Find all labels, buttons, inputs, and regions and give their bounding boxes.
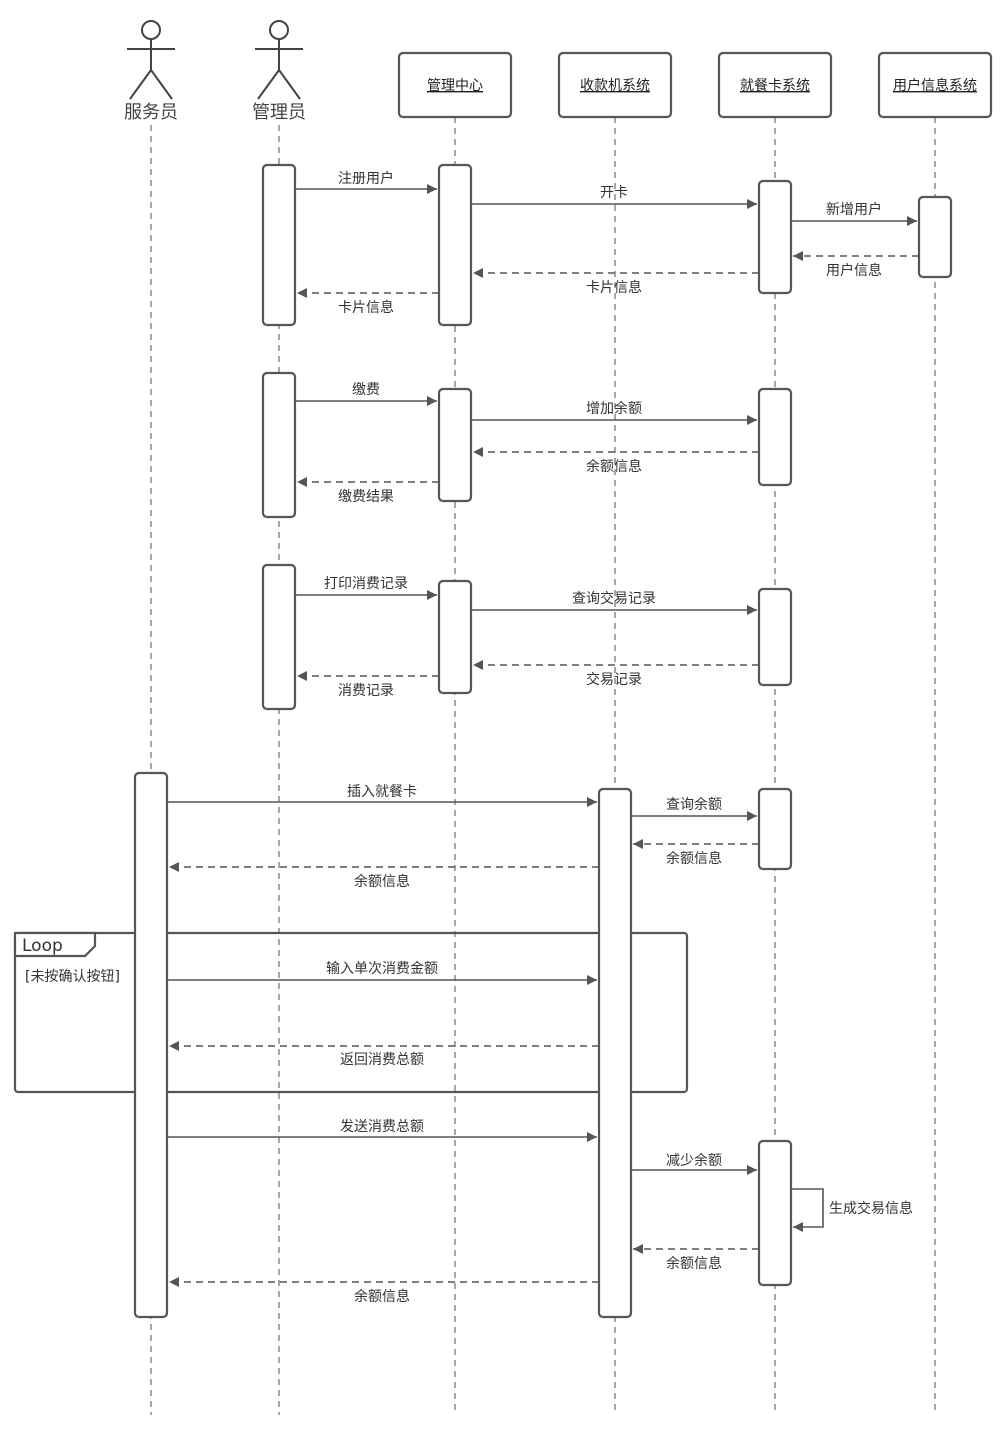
msg-user-info: 用户信息 — [826, 262, 882, 279]
system-name-mgmt: 管理中心 — [427, 78, 483, 94]
actor-name-admin: 管理员 — [252, 102, 306, 123]
activation-user-1 — [917, 195, 953, 279]
system-header-user: 用户信息系统 — [877, 51, 993, 119]
msg-open-card: 开卡 — [600, 185, 628, 201]
system-name-user: 用户信息系统 — [893, 77, 977, 94]
msg-query-balance: 查询余额 — [666, 796, 722, 813]
msg-card-info-2: 卡片信息 — [338, 299, 394, 316]
activation-mgmt-1 — [437, 163, 473, 327]
msg-pay: 缴费 — [352, 382, 380, 398]
msg-send-total: 发送消费总额 — [340, 1119, 424, 1135]
activation-card-4 — [757, 787, 793, 871]
msg-balance-info-2: 余额信息 — [666, 850, 722, 867]
msg-pay-result: 缴费结果 — [338, 489, 394, 505]
activation-mgmt-2 — [437, 387, 473, 503]
msg-balance-info-1: 余额信息 — [586, 458, 642, 475]
activation-admin-2 — [261, 371, 297, 519]
msg-consumption-records: 消费记录 — [338, 683, 394, 699]
msg-query-transactions: 查询交易记录 — [572, 590, 656, 607]
msg-input-amount: 输入单次消费金额 — [326, 961, 438, 977]
actor-admin: 管理员 — [252, 20, 306, 123]
activation-card-3 — [757, 587, 793, 687]
msg-balance-info-5: 余额信息 — [354, 1288, 410, 1305]
system-header-mgmt: 管理中心 — [397, 51, 513, 119]
msg-reduce-balance: 减少余额 — [666, 1152, 722, 1169]
msg-transaction-records: 交易记录 — [586, 671, 642, 688]
system-header-pos: 收款机系统 — [557, 51, 673, 119]
msg-insert-card: 插入就餐卡 — [347, 784, 417, 800]
activation-card-1 — [757, 179, 793, 295]
loop-frame: Loop [未按确认按钮] — [13, 931, 689, 1094]
activation-admin-3 — [261, 563, 297, 711]
activation-admin-1 — [261, 163, 297, 327]
actor-waiter: 服务员 — [124, 20, 178, 123]
activation-pos — [597, 787, 633, 1319]
activation-mgmt-3 — [437, 579, 473, 695]
msg-card-info-1: 卡片信息 — [586, 279, 642, 296]
activation-waiter — [133, 771, 169, 1319]
system-name-pos: 收款机系统 — [580, 78, 650, 94]
msg-register-user: 注册用户 — [338, 170, 394, 187]
msg-add-user: 新增用户 — [826, 201, 882, 218]
msg-gen-transaction: 生成交易信息 — [829, 1200, 913, 1217]
loop-guard: [未按确认按钮] — [25, 969, 120, 985]
system-header-card: 就餐卡系统 — [717, 51, 833, 119]
msg-return-total: 返回消费总额 — [340, 1052, 424, 1068]
actor-name-waiter: 服务员 — [124, 102, 178, 123]
stick-figure-icon — [127, 20, 175, 100]
msg-print-records: 打印消费记录 — [324, 575, 408, 592]
activation-card-5 — [757, 1139, 793, 1287]
msg-add-balance: 增加余额 — [586, 400, 642, 417]
stick-figure-icon — [255, 20, 303, 100]
msg-balance-info-3: 余额信息 — [354, 873, 410, 890]
loop-title: Loop — [22, 936, 63, 956]
msg-balance-info-4: 余额信息 — [666, 1255, 722, 1272]
arrow-gen-transaction — [791, 1188, 824, 1232]
system-name-card: 就餐卡系统 — [740, 78, 810, 94]
activation-card-2 — [757, 387, 793, 487]
